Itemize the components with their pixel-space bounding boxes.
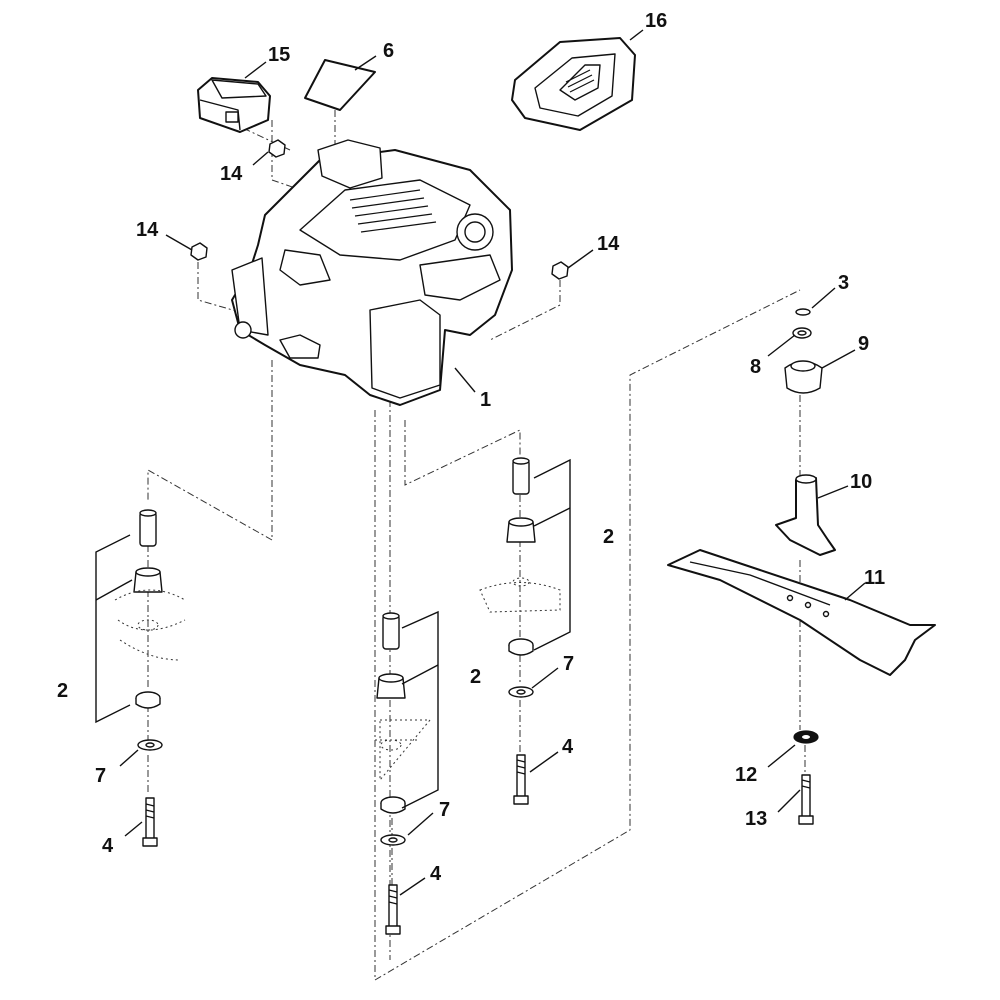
leader-lines — [119, 29, 866, 896]
callout-15: 15 — [268, 44, 290, 66]
charger-part-16 — [511, 37, 636, 131]
callout-7-left: 7 — [95, 765, 106, 787]
mount-section-center — [375, 719, 432, 782]
damper-top-center — [376, 673, 406, 699]
callout-4-center: 4 — [430, 863, 442, 885]
bolt-sleeve-center — [382, 612, 400, 650]
callout-7-right: 7 — [563, 653, 574, 675]
callout-12: 12 — [735, 764, 757, 786]
damper-bottom-right — [508, 638, 534, 656]
bolt-sleeve-left — [139, 509, 157, 547]
callout-2-left: 2 — [57, 680, 68, 702]
damper-top-left — [133, 567, 163, 593]
battery-part-15 — [197, 77, 271, 133]
bolt-part-13 — [798, 774, 814, 825]
callout-2-center: 2 — [470, 666, 481, 688]
washer-right — [508, 686, 534, 698]
callout-13: 13 — [745, 808, 767, 830]
blade-adapter-part-10 — [775, 474, 836, 556]
callout-6: 6 — [383, 40, 394, 62]
bracket-2-right — [533, 458, 571, 651]
nut-part-14-a — [268, 139, 286, 158]
bolt-sleeve-right — [512, 457, 530, 495]
nut-part-14-b — [190, 242, 208, 261]
callout-10: 10 — [850, 471, 872, 493]
washer-center — [380, 834, 406, 846]
callout-labels: 1 2 2 2 3 4 4 4 6 7 7 7 8 9 10 11 12 13 … — [57, 10, 885, 885]
hub-part-9 — [784, 360, 823, 394]
callout-8: 8 — [750, 356, 761, 378]
damper-bottom-center — [380, 796, 406, 814]
bearing-part-8 — [792, 327, 812, 339]
cover-part-6 — [304, 59, 376, 111]
damper-top-right — [506, 517, 536, 543]
callout-7-center: 7 — [439, 799, 450, 821]
washer-part-12 — [793, 730, 819, 744]
bolt-left — [142, 797, 158, 847]
callout-16: 16 — [645, 10, 667, 32]
reference-lines — [147, 110, 806, 981]
callout-14-top: 14 — [220, 163, 243, 185]
callout-3: 3 — [838, 272, 849, 294]
bracket-2-center — [401, 610, 439, 809]
washer-left — [137, 739, 163, 751]
blade-part-11 — [667, 549, 936, 676]
callout-4-right: 4 — [562, 736, 574, 758]
bolt-right — [513, 754, 529, 805]
callout-1: 1 — [480, 389, 491, 411]
bracket-2-left — [95, 534, 133, 724]
ring-part-3 — [795, 308, 811, 316]
callout-4-left: 4 — [102, 835, 114, 857]
bolt-center — [385, 884, 401, 935]
callout-11: 11 — [864, 567, 885, 589]
damper-bottom-left — [135, 691, 161, 709]
mount-section-left — [114, 589, 186, 661]
callout-14-right: 14 — [597, 233, 620, 255]
engine-part-1 — [231, 139, 513, 406]
callout-14-left: 14 — [136, 219, 159, 241]
mount-section-right — [479, 577, 561, 613]
nut-part-14-c — [551, 261, 569, 280]
callout-9: 9 — [858, 333, 869, 355]
callout-2-right: 2 — [603, 526, 614, 548]
